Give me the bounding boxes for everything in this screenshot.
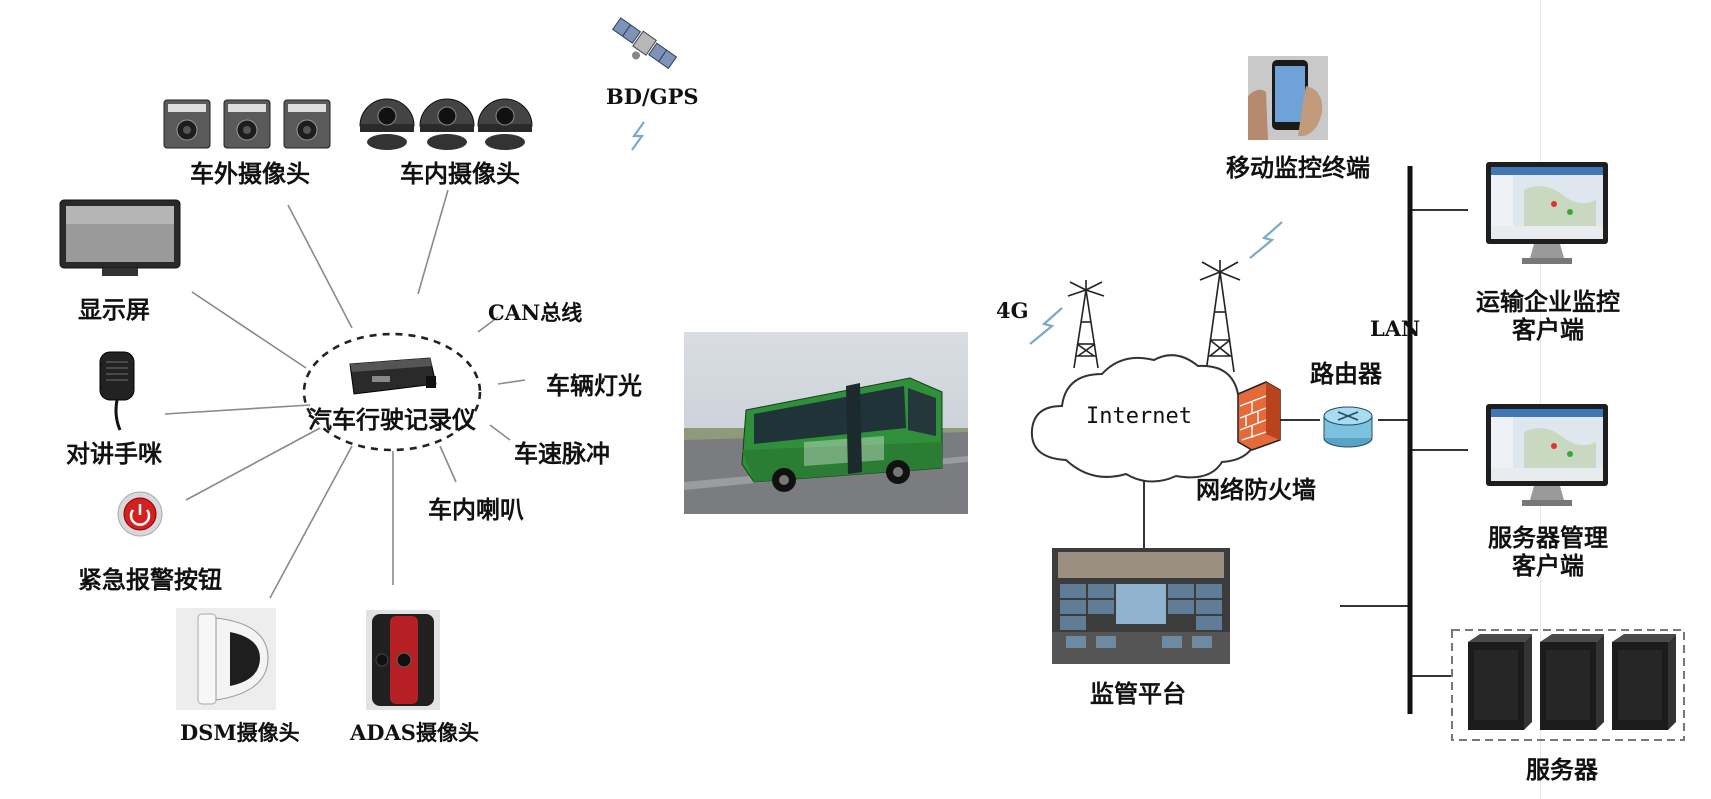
transport-client-label-line2: 客户端 xyxy=(1512,315,1584,344)
supervision-platform-icon xyxy=(1052,548,1230,664)
emergency-button-icon xyxy=(117,491,163,537)
wireless-signal-icon xyxy=(1249,221,1283,259)
gnss-label: BD/GPS xyxy=(606,84,699,109)
display-monitor-icon xyxy=(59,199,181,276)
recorder-device-icon xyxy=(349,357,437,395)
transport-client-label: 运输企业监控 客户端 xyxy=(1460,290,1636,342)
lan-label: LAN xyxy=(1370,316,1421,341)
internet-cloud-icon xyxy=(1030,354,1260,483)
cabin-speaker-label: 车内喇叭 xyxy=(428,495,524,524)
dsm-camera-label: DSM摄像头 xyxy=(180,720,300,745)
firewall-icon xyxy=(1237,381,1281,451)
router-icon xyxy=(1323,406,1373,448)
bus-image xyxy=(684,332,968,514)
emergency-button-label: 紧急报警按钮 xyxy=(78,565,222,594)
supervision-platform-label: 监管平台 xyxy=(1090,679,1186,708)
servers-icon xyxy=(1451,629,1685,741)
display-label: 显示屏 xyxy=(78,295,150,324)
recorder-label: 汽车行驶记录仪 xyxy=(308,405,476,434)
cell-tower-icon xyxy=(1199,260,1241,373)
server-mgmt-client-label-line1: 服务器管理 xyxy=(1488,523,1608,552)
adas-camera-label: ADAS摄像头 xyxy=(350,720,479,745)
cellular-label: 4G xyxy=(996,298,1029,323)
dsm-camera-icon xyxy=(176,608,276,710)
interior-camera-icon xyxy=(359,98,533,150)
server-mgmt-client-label: 服务器管理 客户端 xyxy=(1460,526,1636,578)
page-edge-line xyxy=(1540,0,1541,799)
server-mgmt-client-monitor-icon xyxy=(1486,404,1608,506)
intercom-mic-label: 对讲手咪 xyxy=(66,439,162,468)
router-label: 路由器 xyxy=(1310,359,1382,388)
transport-client-monitor-icon xyxy=(1486,162,1608,264)
servers-label: 服务器 xyxy=(1526,755,1598,784)
vehicle-lights-label: 车辆灯光 xyxy=(546,371,642,400)
interior-camera-label: 车内摄像头 xyxy=(400,159,520,188)
firewall-label: 网络防火墙 xyxy=(1196,475,1316,504)
adas-camera-icon xyxy=(366,610,440,710)
wireless-signal-icon xyxy=(1029,307,1063,345)
exterior-camera-icon xyxy=(163,99,331,149)
can-bus-label: CAN总线 xyxy=(488,300,583,325)
internet-label: Internet xyxy=(1086,404,1192,429)
mobile-terminal-icon xyxy=(1248,56,1328,140)
microphone-icon xyxy=(99,351,135,431)
satellite-icon xyxy=(612,17,678,70)
exterior-camera-label: 车外摄像头 xyxy=(190,159,310,188)
speed-pulse-label: 车速脉冲 xyxy=(514,439,610,468)
cell-tower-icon xyxy=(1067,280,1105,369)
wireless-signal-icon xyxy=(631,121,645,151)
server-mgmt-client-label-line2: 客户端 xyxy=(1512,551,1584,580)
mobile-terminal-label: 移动监控终端 xyxy=(1226,153,1370,182)
transport-client-label-line1: 运输企业监控 xyxy=(1476,287,1620,316)
